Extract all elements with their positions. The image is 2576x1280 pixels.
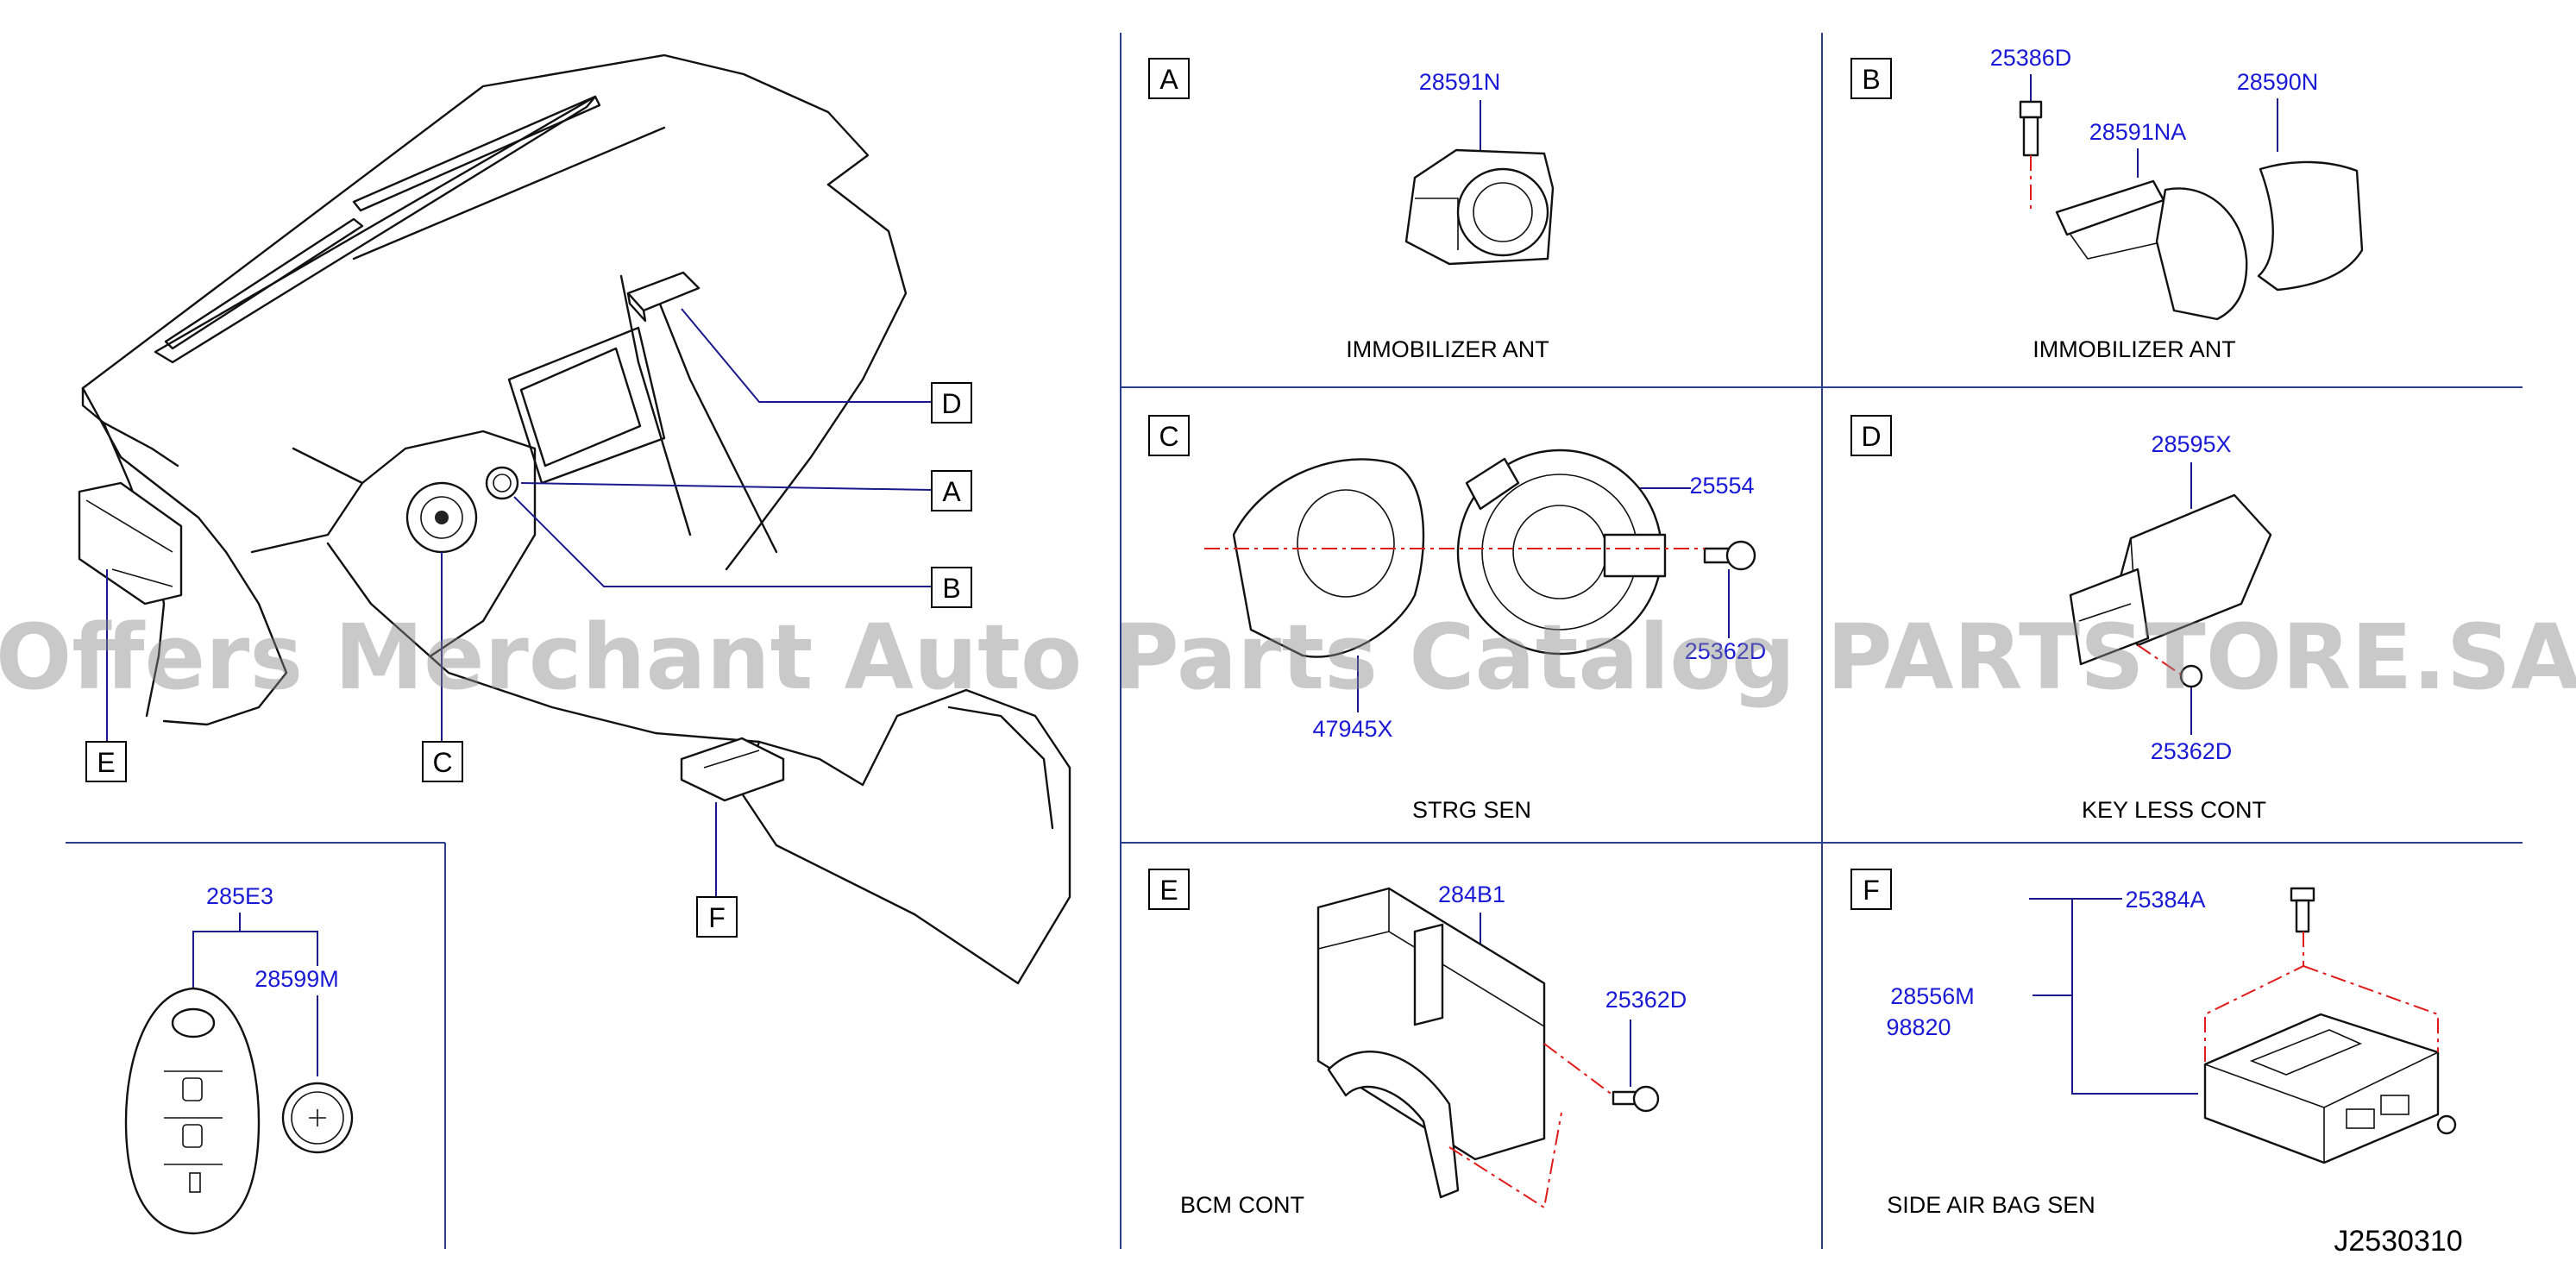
caption-D: KEY LESS CONT — [2082, 797, 2266, 823]
callout-A: A — [931, 470, 972, 511]
caption-A: IMMOBILIZER ANT — [1346, 336, 1549, 362]
callout-E: E — [85, 741, 127, 782]
callout-C: C — [422, 741, 463, 782]
part-25362D-C: 25362D — [1685, 638, 1767, 664]
svg-text:D: D — [941, 388, 961, 419]
panel-A-letter: A — [1159, 64, 1178, 95]
part-284B1: 284B1 — [1438, 882, 1505, 907]
overview-callouts: D A B C E F — [85, 382, 972, 938]
panel-grid — [66, 33, 2523, 1249]
panel-D-letter: D — [1861, 421, 1881, 452]
svg-text:C: C — [432, 747, 452, 778]
svg-text:E: E — [97, 747, 115, 778]
part-28591N: 28591N — [1419, 69, 1501, 95]
panel-C-letter: C — [1159, 421, 1178, 452]
callout-F: F — [696, 896, 738, 938]
key-fob — [124, 987, 261, 1235]
caption-B: IMMOBILIZER ANT — [2033, 336, 2236, 362]
caption-F: SIDE AIR BAG SEN — [1887, 1192, 2095, 1218]
callout-D: D — [931, 382, 972, 424]
panel-A: A 28591N IMMOBILIZER ANT — [1148, 58, 1555, 362]
watermark: Offers Merchant Auto Parts Catalog PARTS… — [0, 605, 2576, 710]
panel-D: D 28595X 25362D KEY LESS CONT — [1850, 415, 2272, 823]
part-28599M: 28599M — [254, 966, 339, 992]
diagram-id: J2530310 — [2334, 1225, 2462, 1258]
panel-E-letter: E — [1159, 875, 1178, 906]
svg-text:A: A — [942, 476, 961, 507]
part-25386D: 25386D — [1990, 45, 2072, 71]
part-25554: 25554 — [1689, 473, 1754, 499]
panel-F: F 25384A 28556M 98820 SIDE AIR BAG SEN — [1850, 869, 2457, 1218]
panel-C: C 25554 25362D 47945X STRG SEN — [1148, 415, 1767, 823]
panel-B-letter: B — [1862, 64, 1880, 95]
overview-leaders — [106, 308, 933, 897]
dashboard-overview — [78, 53, 1071, 985]
caption-C: STRG SEN — [1412, 797, 1531, 823]
part-25362D-D: 25362D — [2151, 738, 2233, 764]
part-28590N: 28590N — [2237, 69, 2319, 95]
part-285E3: 285E3 — [206, 883, 273, 909]
callout-B: B — [931, 567, 972, 608]
panel-E: E 284B1 25362D BCM CONT — [1148, 869, 1687, 1218]
part-98820: 98820 — [1886, 1014, 1951, 1040]
caption-E: BCM CONT — [1180, 1192, 1304, 1218]
part-28591NA: 28591NA — [2089, 119, 2187, 145]
part-25384A: 25384A — [2125, 887, 2205, 913]
part-47945X: 47945X — [1312, 716, 1392, 742]
part-28595X: 28595X — [2151, 431, 2231, 457]
key-fob-section: 285E3 28599M — [124, 883, 354, 1235]
panel-B: B 25386D 28591NA 28590N IMMOBILIZER ANT — [1850, 45, 2364, 362]
part-25362D-E: 25362D — [1605, 987, 1687, 1013]
panel-F-letter: F — [1863, 875, 1880, 906]
svg-text:F: F — [708, 902, 726, 933]
part-28556M: 28556M — [1890, 983, 1975, 1009]
svg-text:B: B — [942, 573, 960, 604]
